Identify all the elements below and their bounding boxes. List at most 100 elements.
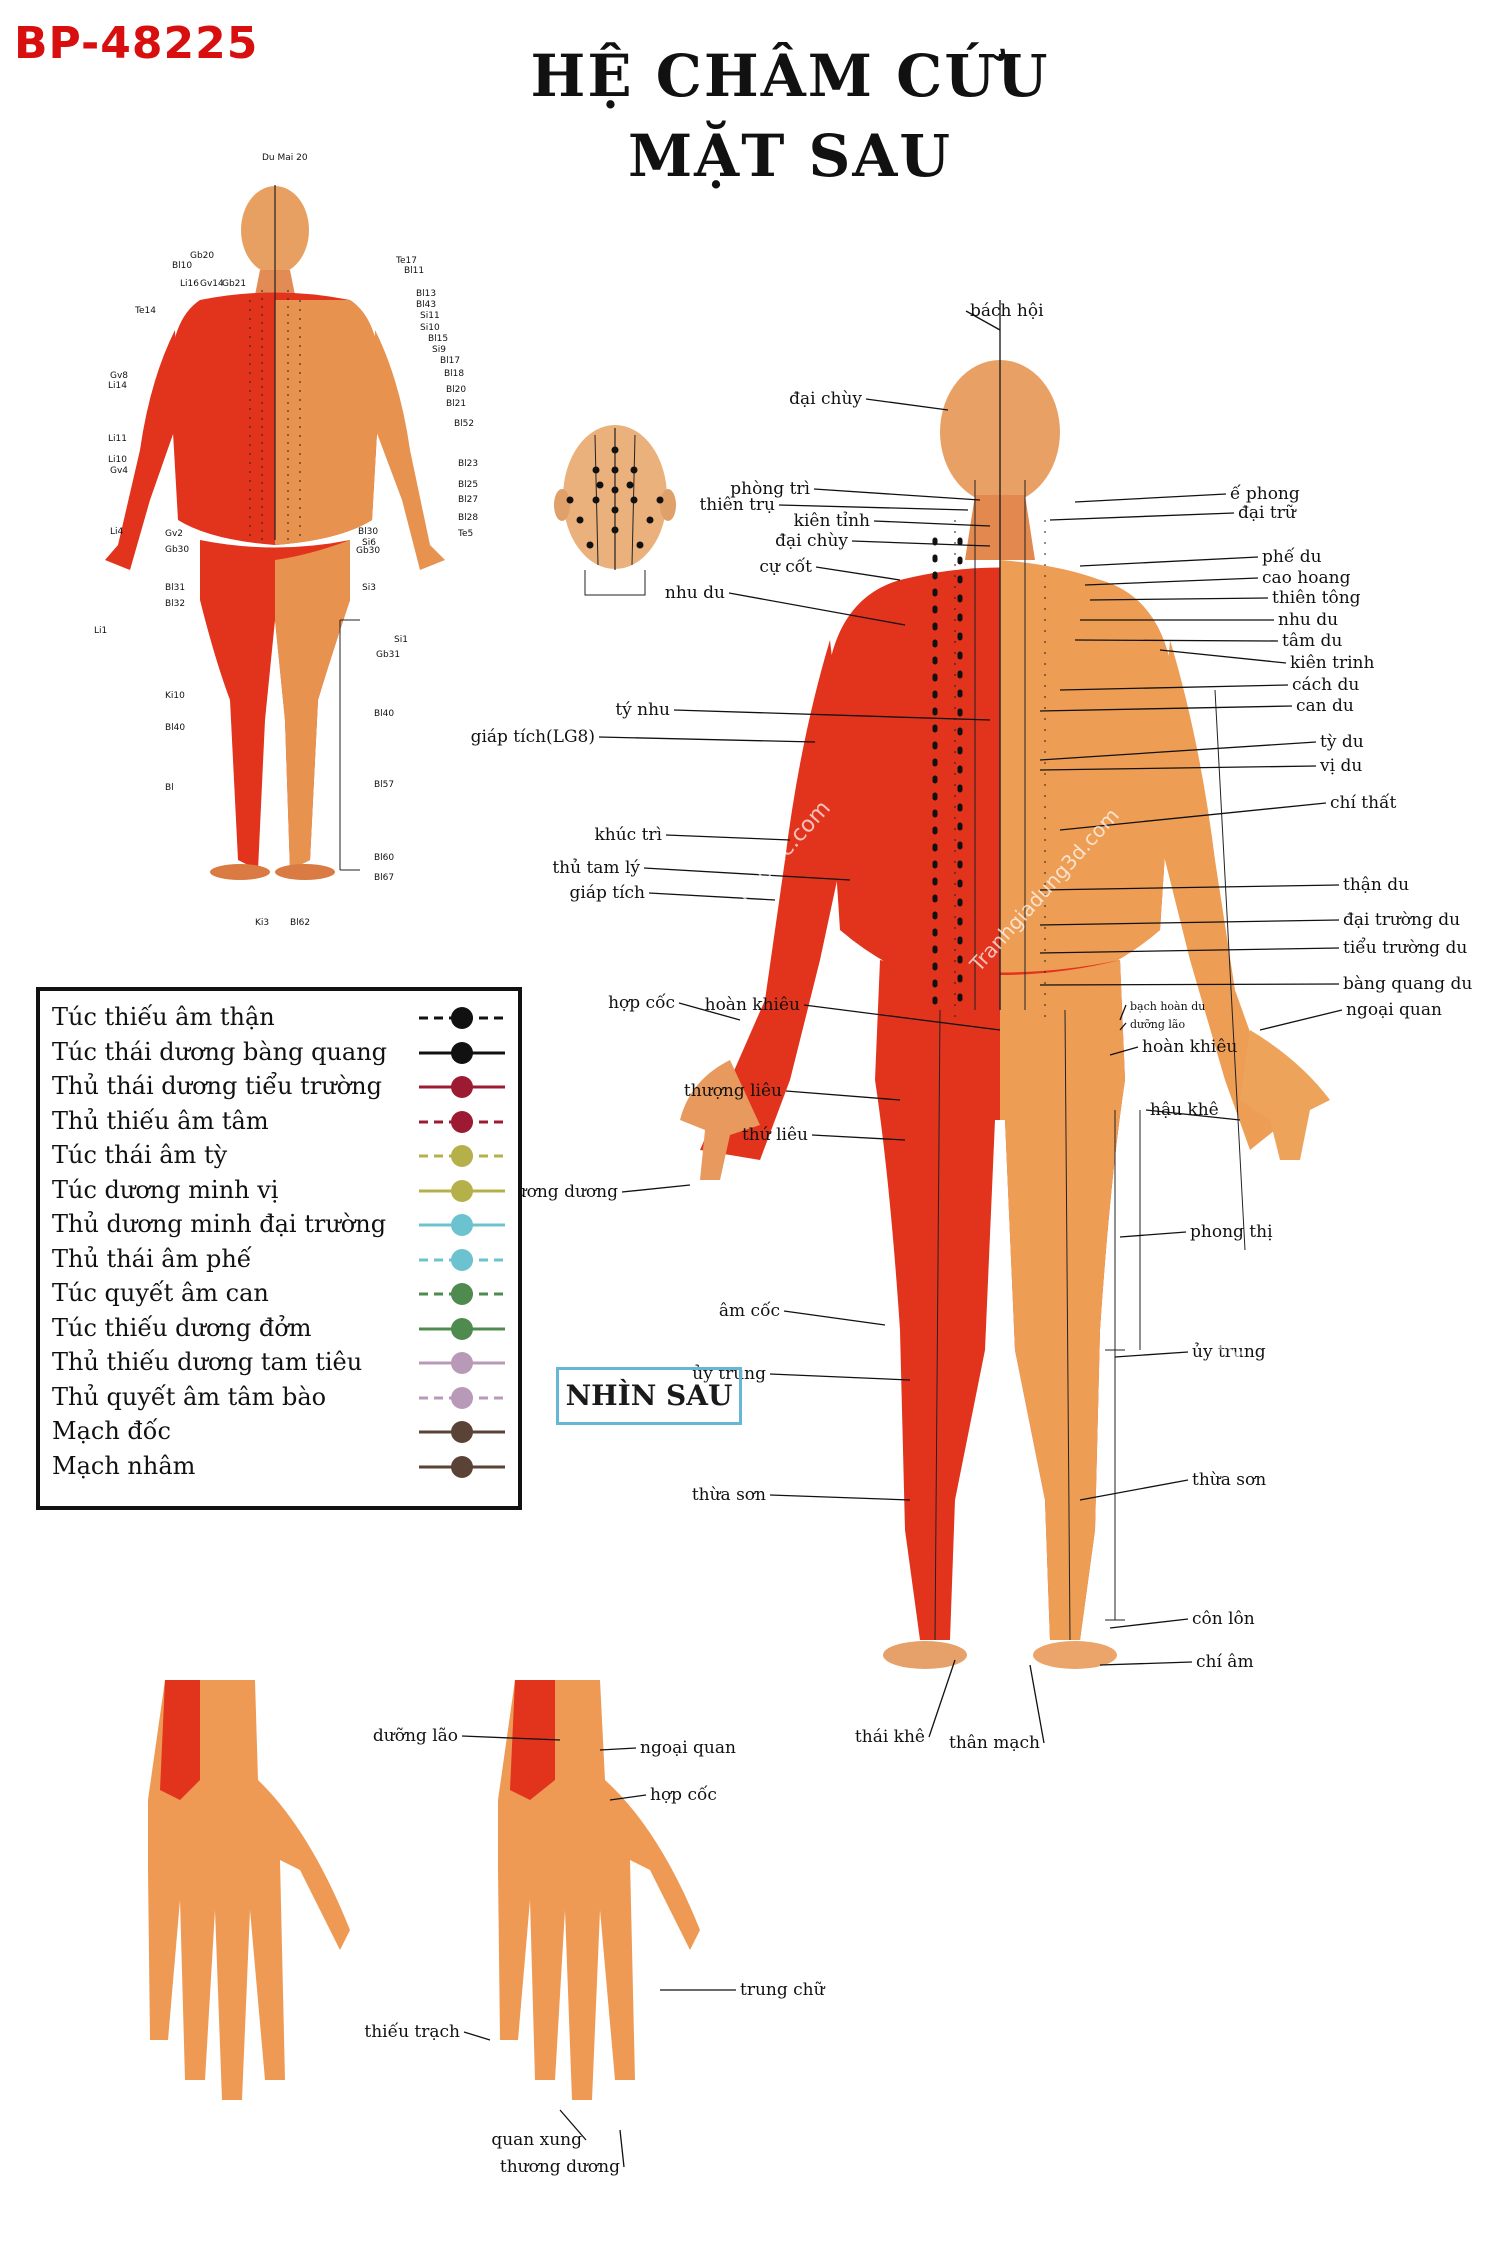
leader-line: [673, 709, 991, 721]
legend-row: Mạch đốc: [52, 1415, 512, 1449]
legend-label: Túc thiếu âm thận: [52, 1003, 275, 1031]
point-label: đại chùy: [789, 389, 862, 409]
small-figure-label: Bl60: [374, 853, 394, 863]
small-figure-label: Bl: [165, 783, 174, 793]
hand-point-label: hợp cốc: [650, 1785, 717, 1805]
point-label: tỳ du: [1320, 732, 1364, 752]
point-label: phòng trì: [730, 479, 810, 499]
small-figure-label: Bl28: [458, 513, 478, 523]
legend-row: Thủ thiếu âm tâm: [52, 1105, 512, 1139]
leader-line: [778, 504, 969, 511]
leader-line: [1109, 1046, 1139, 1056]
leader-line: [1049, 512, 1235, 521]
leader-line: [1114, 1351, 1189, 1358]
legend-row: Thủ thái dương tiểu trường: [52, 1070, 512, 1104]
point-label: đại trữ: [1238, 503, 1297, 523]
leader-line: [1039, 919, 1340, 926]
small-figure-label: Ki10: [165, 691, 185, 701]
small-figure-label: Bl23: [458, 459, 478, 469]
legend-row: Túc thiếu âm thận: [52, 1001, 512, 1035]
point-label: cự cốt: [759, 557, 812, 577]
leader-line: [769, 1494, 911, 1501]
point-label: côn lôn: [1192, 1609, 1255, 1629]
leader-line: [678, 1002, 741, 1021]
point-label: bàng quang du: [1343, 974, 1472, 994]
legend-label: Túc thiếu dương đởm: [52, 1313, 312, 1342]
legend-swatch: [419, 1248, 505, 1271]
leader-line: [463, 2031, 491, 2041]
small-figure-label: Bl30: [358, 527, 378, 537]
point-label: nhu du: [1278, 610, 1338, 630]
head-acupoint: [630, 496, 638, 504]
small-figure-label: Bl32: [165, 599, 185, 609]
head-acupoint: [576, 516, 584, 524]
legend-swatch: [419, 1455, 505, 1478]
small-figure-label: Bl31: [165, 583, 185, 593]
legend-row: Túc dương minh vị: [52, 1174, 512, 1208]
leader-line: [815, 566, 901, 581]
title-line-1: HỆ CHÂM CỨU: [530, 42, 1050, 110]
head-points: [566, 446, 664, 549]
point-label: tâm du: [1282, 631, 1342, 651]
small-figure-label: Gb30: [165, 545, 189, 555]
legend-label: Thủ thái dương tiểu trường: [52, 1072, 382, 1100]
point-label: phế du: [1262, 547, 1322, 567]
legend-swatch: [419, 1317, 505, 1340]
point-label: thiên tông: [1272, 588, 1361, 608]
legend-dot: [451, 1110, 473, 1133]
leader-line: [648, 892, 776, 901]
leader-line: [609, 1794, 647, 1801]
point-label: thái khê: [855, 1727, 925, 1747]
leader-line: [803, 1004, 1001, 1031]
leader-line: [1119, 1022, 1127, 1031]
point-label: hoàn khiêu: [705, 995, 800, 1015]
leader-line: [643, 867, 851, 881]
legend-swatch: [419, 1110, 505, 1133]
hand-point-label: quan xung: [491, 2130, 582, 2150]
point-label: hoàn khiêu: [1142, 1037, 1237, 1057]
point-label: đại chùy: [775, 531, 848, 551]
legend-row: Túc thái âm tỳ: [52, 1139, 512, 1173]
small-figure-label: Bl40: [374, 709, 394, 719]
leader-line: [783, 1310, 886, 1326]
small-figure-label: Bl27: [458, 495, 478, 505]
point-label: kiên tỉnh: [794, 511, 870, 531]
small-figure-label: Si9: [432, 345, 446, 355]
small-figure-label: Li10: [108, 455, 127, 465]
point-label: dưỡng lão: [1130, 1018, 1185, 1031]
point-label: phong thị: [1190, 1222, 1273, 1242]
leader-line: [1059, 802, 1327, 831]
small-figure-label: Si3: [362, 583, 376, 593]
point-label: giáp tích: [570, 883, 646, 903]
point-label: thượng liêu: [684, 1081, 782, 1101]
leader-line: [1039, 741, 1317, 761]
point-label: bạch hoàn du: [1130, 1000, 1205, 1013]
legend-row: Mạch nhâm: [52, 1450, 512, 1484]
leader-line: [851, 540, 991, 547]
leader-line: [559, 2109, 587, 2141]
head-acupoint: [586, 541, 594, 549]
small-figure-label: Si10: [420, 323, 440, 333]
leader-line: [813, 488, 981, 501]
legend-label: Túc thái âm tỳ: [52, 1141, 228, 1169]
point-label: âm cốc: [719, 1301, 780, 1321]
leader-line: [1039, 765, 1317, 771]
legend-row: Thủ thiếu dương tam tiêu: [52, 1346, 512, 1380]
leader-line: [1159, 649, 1287, 664]
legend-label: Túc dương minh vị: [52, 1175, 279, 1204]
legend-swatch: [419, 1283, 505, 1305]
small-figure-label: Te14: [134, 306, 156, 316]
legend-dot: [451, 1007, 473, 1029]
legend-row: Thủ quyết âm tâm bào: [52, 1381, 512, 1415]
leader-line: [1079, 1479, 1189, 1501]
legend-swatch: [419, 1007, 505, 1029]
point-label: chí âm: [1196, 1652, 1254, 1672]
small-figure-label: Bl15: [428, 334, 448, 344]
point-label: vị du: [1319, 756, 1362, 776]
leader-line: [599, 1747, 637, 1751]
small-figure-label: Te5: [457, 529, 473, 539]
head-acupoint: [592, 496, 600, 504]
legend-dot: [451, 1248, 473, 1271]
